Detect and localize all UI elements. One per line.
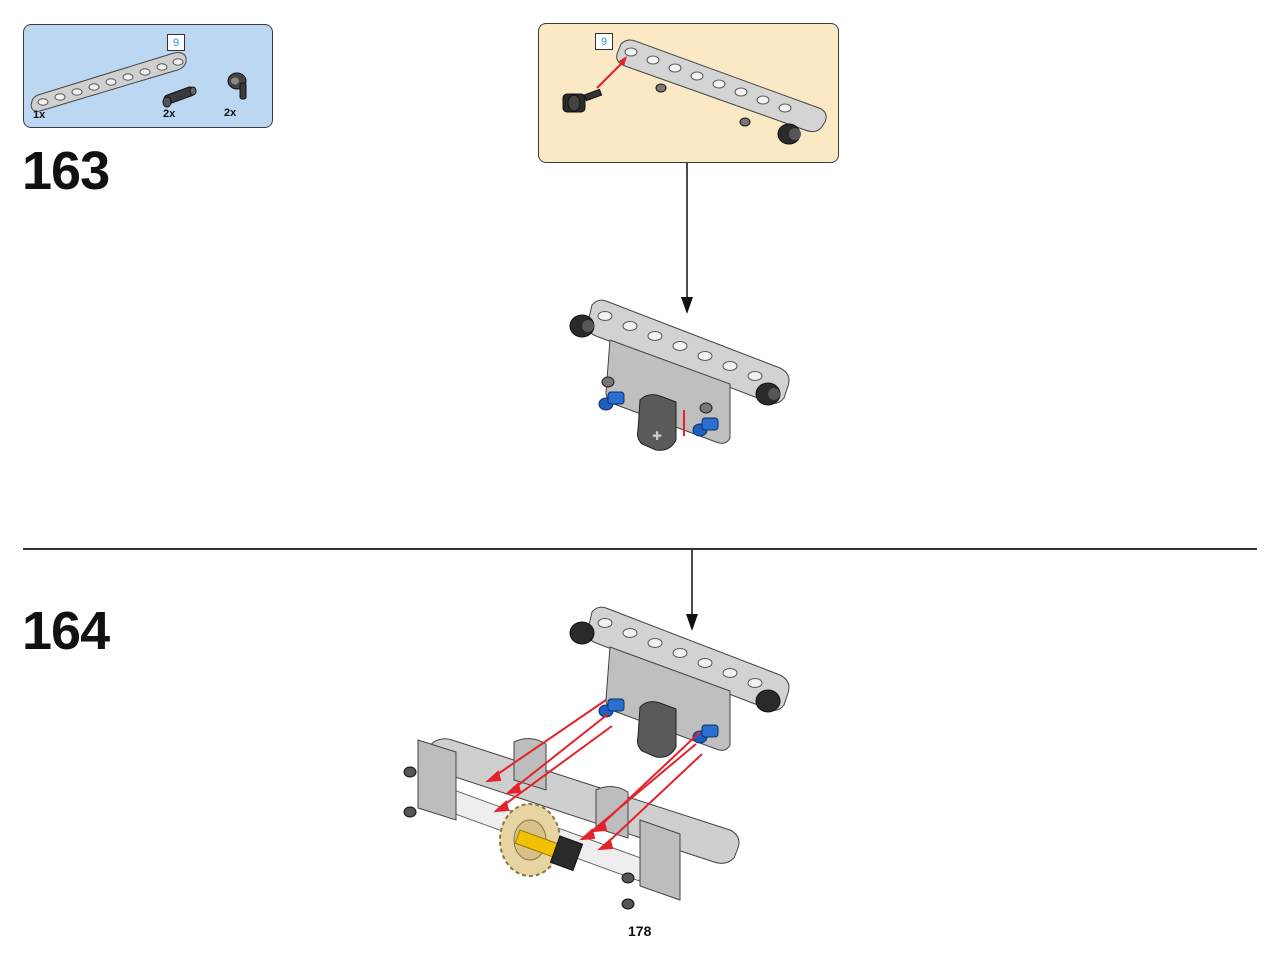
subassembly-illustration [562,39,827,145]
parts-list-illustration [30,52,247,112]
step-divider [23,548,1257,550]
technic-pin-icon [562,83,801,145]
assembly-arrow-icon [681,163,693,314]
axle-joiner-icon [227,72,247,100]
technic-pin-icon [162,86,197,108]
svg-text:✚: ✚ [652,429,662,443]
technic-pin-icon [598,376,719,437]
step-number-164: 164 [22,601,110,661]
liftarm-beam-icon [30,52,187,112]
parts-list-callout: 9 1x 2x 2x [23,24,273,128]
step-163-model: ✚ [569,299,790,451]
part-qty-bush: 2x [224,107,237,119]
assembly-arrow-icon [485,699,703,851]
assembly-arrow-icon [686,548,698,631]
gear-icon [499,803,584,877]
step-164-model [403,606,790,910]
part-qty-beam: 1x [33,109,46,121]
part-qty-pin: 2x [163,108,176,120]
length-badge: 9 [167,34,185,51]
subassembly-callout: 9 [538,23,839,163]
page-number: 178 [628,923,652,939]
step-number-163: 163 [22,141,110,201]
assembly-arrow-icon [596,56,627,89]
liftarm-beam-icon [616,39,827,133]
length-badge: 9 [595,33,613,50]
